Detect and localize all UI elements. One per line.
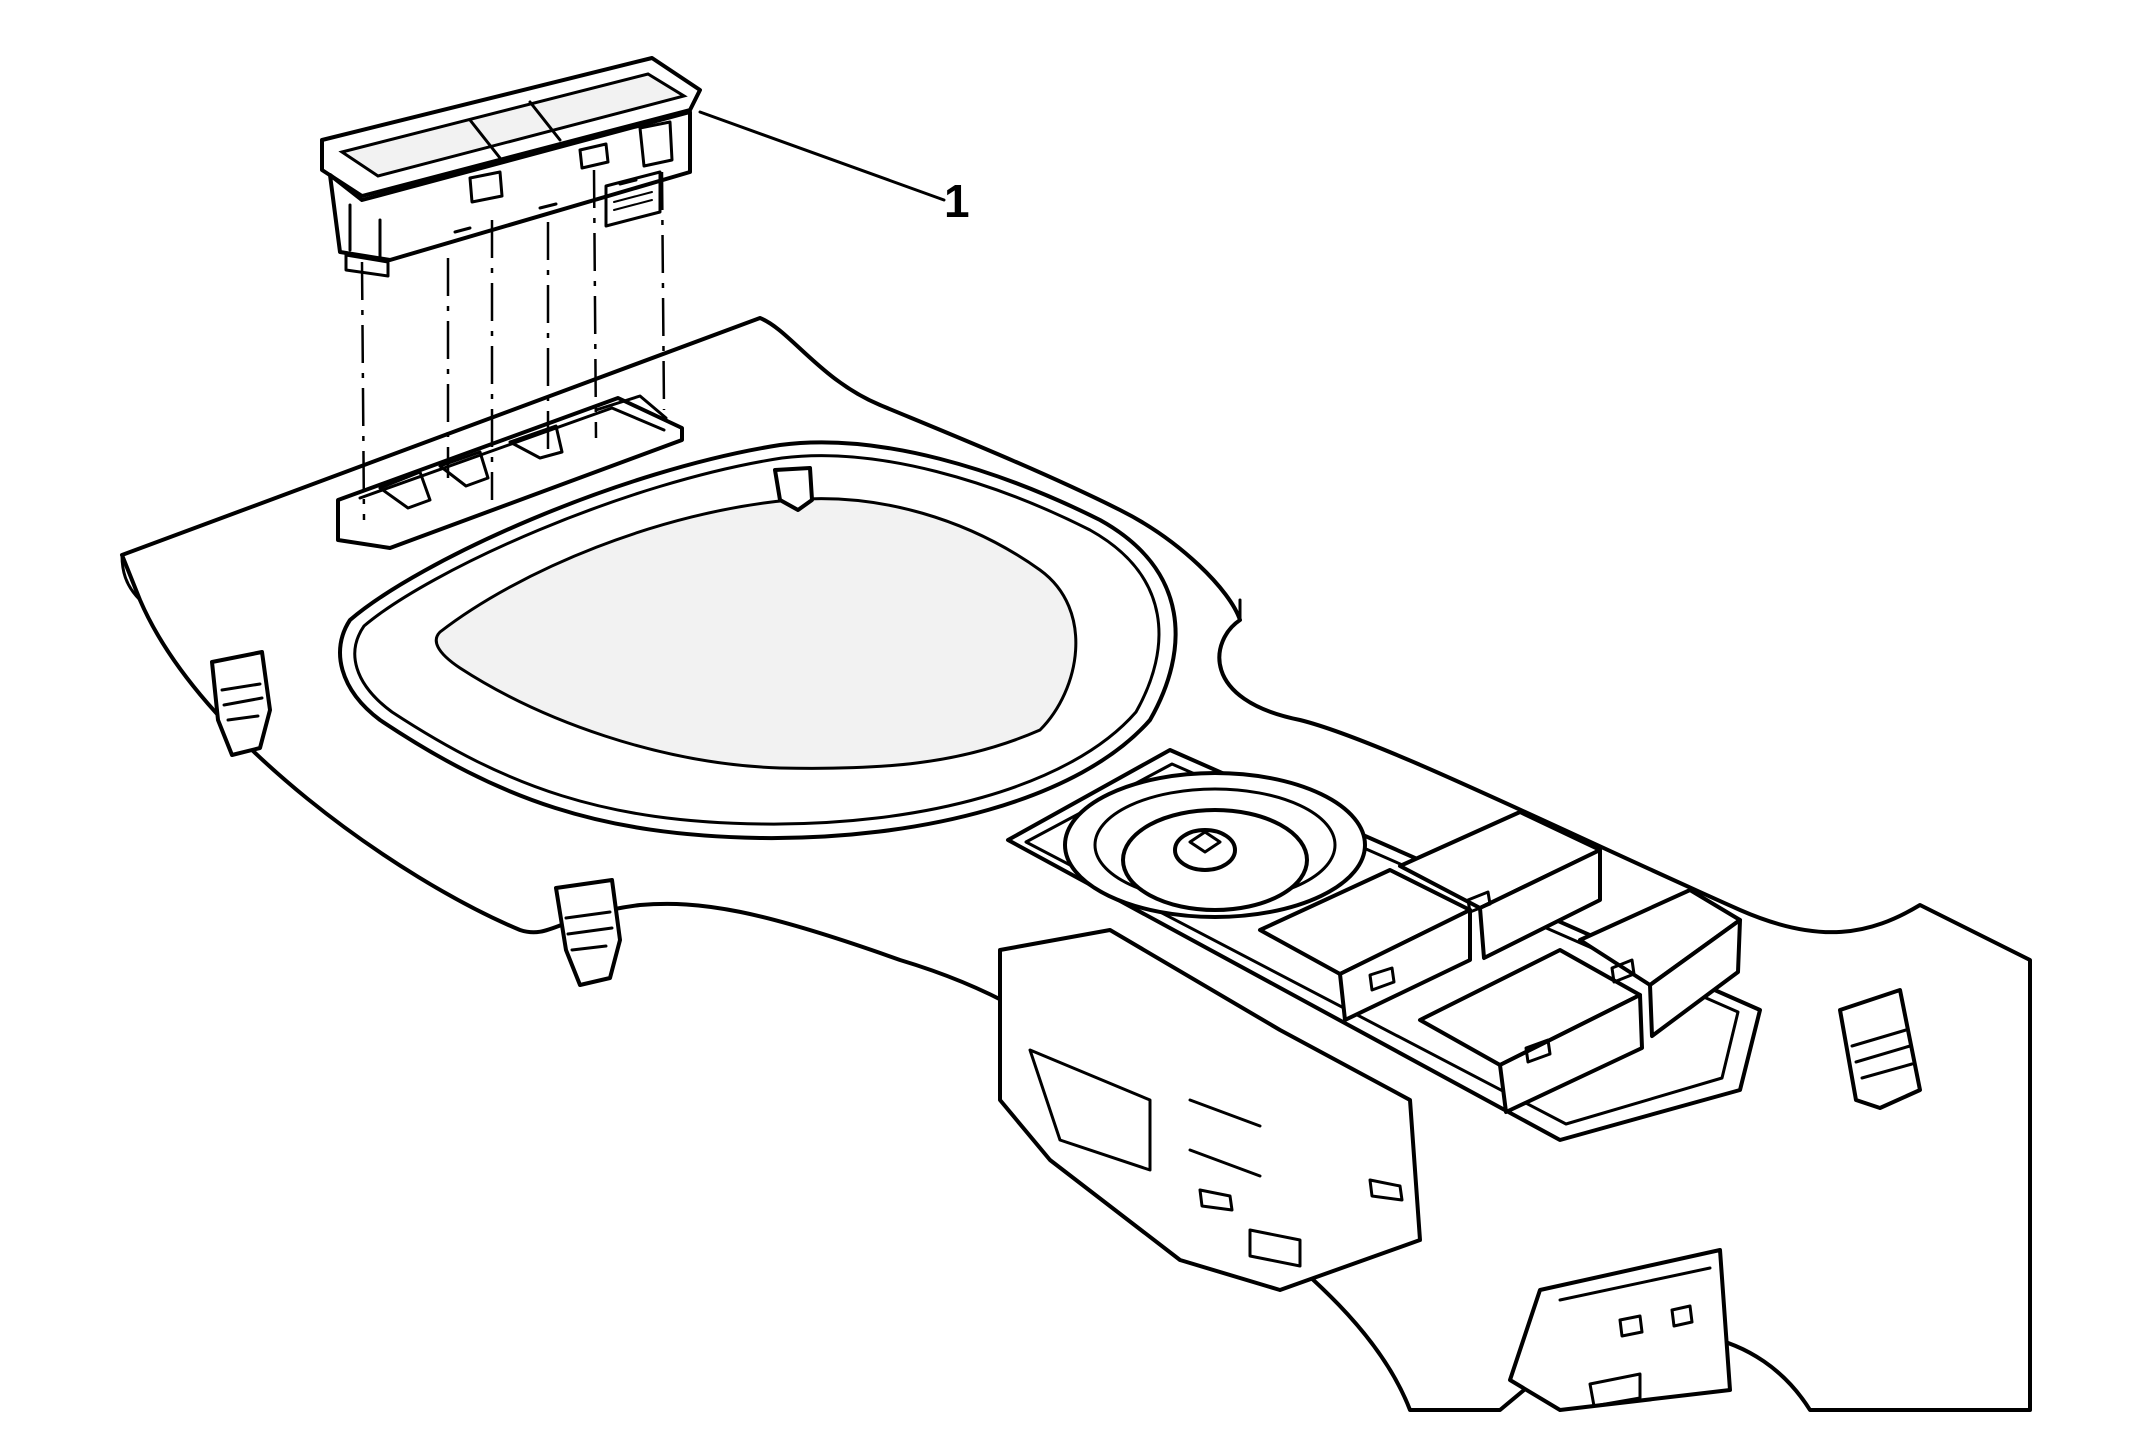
window-switch-rear-right: [1578, 888, 1742, 1038]
lower-housing-right: [1508, 1248, 1732, 1412]
callout-label: 1: [944, 175, 970, 227]
callout-leader-line: [698, 110, 946, 202]
mounting-clip-left-rear: [554, 878, 622, 987]
window-switch-front-right: [1398, 810, 1602, 960]
mounting-clip-right: [1838, 988, 1922, 1110]
window-switch-front-left: [1258, 868, 1472, 1022]
rotary-knob: [1063, 771, 1367, 919]
mounting-clip-left-front: [210, 650, 272, 757]
cup-holder-recess: [338, 440, 1178, 841]
lower-housing-left: [998, 928, 1422, 1292]
window-switch-rear-left: [1418, 948, 1644, 1114]
installation-guide-lines: [360, 169, 666, 521]
switch-assembly: [320, 56, 702, 278]
